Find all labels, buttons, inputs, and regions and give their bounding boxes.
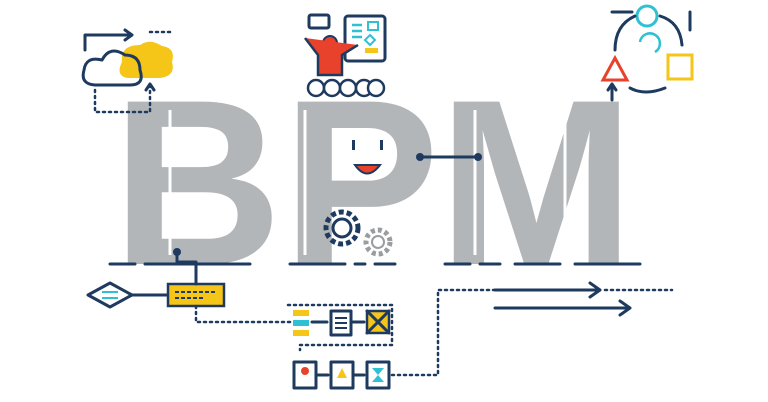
process-cycle-icon — [600, 4, 694, 102]
connector-line — [416, 153, 482, 161]
gears-icon — [323, 209, 393, 257]
smiley-face-icon — [352, 140, 383, 175]
decision-flow — [86, 248, 294, 324]
bpm-title: B P M — [112, 51, 635, 315]
play-icon — [185, 203, 203, 223]
presenter-icon — [304, 13, 387, 98]
arrows — [493, 281, 674, 317]
cloud-brain-icon — [81, 28, 173, 114]
letter-m: M — [438, 51, 635, 315]
